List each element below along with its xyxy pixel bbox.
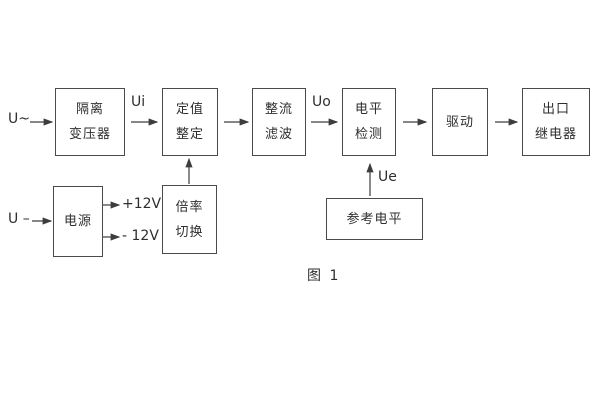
block-label-line: 切换 xyxy=(175,224,204,240)
signal-label-ac-input: U~ xyxy=(8,111,30,127)
signal-label-uo: Uo xyxy=(312,94,331,110)
block-isolation-transformer: 隔离 变压器 xyxy=(55,88,125,156)
block-label-line: 变压器 xyxy=(68,127,111,142)
block-label-line: 驱动 xyxy=(445,114,474,130)
block-reference-level: 参考电平 xyxy=(326,198,423,240)
block-label-line: 电源 xyxy=(63,214,92,229)
block-label-line: 出口 xyxy=(541,102,570,117)
block-label-line: 整流 xyxy=(264,102,293,117)
signal-label-minus12v: - 12V xyxy=(122,228,159,244)
block-rectifier-filter: 整流 滤波 xyxy=(252,88,306,156)
block-level-detect: 电平 检测 xyxy=(342,88,396,156)
signal-label-ui: Ui xyxy=(131,94,146,110)
block-label-line: 继电器 xyxy=(534,127,577,142)
figure-caption: 图 1 xyxy=(307,268,341,284)
block-label-line: 滤波 xyxy=(264,127,293,142)
block-setting-adjust: 定值 整定 xyxy=(162,88,218,156)
block-driver: 驱动 xyxy=(432,88,488,156)
block-label-line: 定值 xyxy=(175,102,204,117)
signal-label-dc-input: U – xyxy=(8,211,30,227)
block-power-supply: 电源 xyxy=(53,186,103,257)
signal-label-plus12v: +12V xyxy=(122,196,162,212)
block-label-line: 参考电平 xyxy=(346,211,403,227)
block-label-line: 倍率 xyxy=(175,199,204,215)
block-label-line: 隔离 xyxy=(75,102,104,117)
block-label-line: 整定 xyxy=(175,127,204,142)
block-label-line: 电平 xyxy=(354,102,383,117)
block-ratio-switch: 倍率 切换 xyxy=(162,185,217,254)
signal-label-ue: Ue xyxy=(378,169,397,185)
block-label-line: 检测 xyxy=(354,127,383,142)
block-output-relay: 出口 继电器 xyxy=(522,88,590,156)
